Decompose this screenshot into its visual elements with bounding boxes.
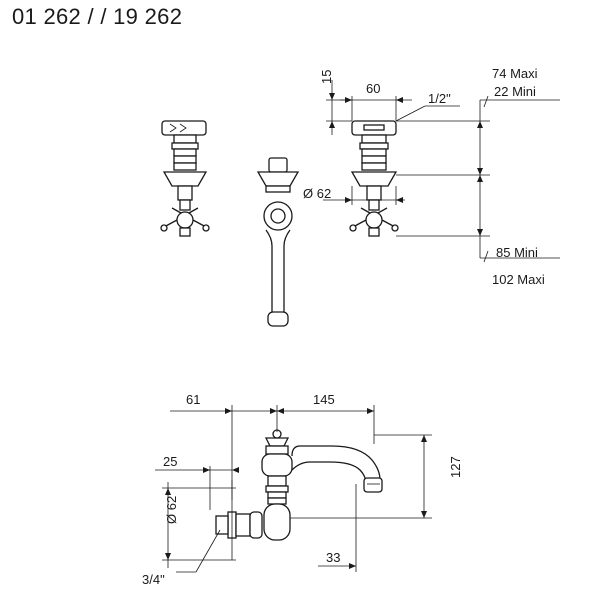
dim-side-offset: 61 [186,392,200,407]
wall-fitting [215,480,263,560]
dim-top-height: 15 [319,70,334,84]
dim-side-diameter: Ø 62 [164,496,179,524]
dim-top-diameter: Ø 62 [303,186,331,201]
side-view: 61 145 25 127 Ø 62 33 3/4" [142,392,463,587]
page-title: 01 262 / / 19 262 [12,4,183,29]
dim-side-reach: 145 [313,392,335,407]
center-spout [256,157,300,327]
dim-upper-min: 22 Mini [494,84,536,99]
dim-side-outlet: 33 [326,550,340,565]
spout-body [261,429,311,541]
dim-lower-max: 102 Maxi [492,272,545,287]
dim-lower-min: 85 Mini [496,245,538,260]
dim-top-width: 60 [366,81,380,96]
dim-side-wall: 25 [163,454,177,469]
side-dimensions [155,405,432,573]
dim-side-thread: 3/4" [142,572,165,587]
dim-upper-max: 74 Maxi [492,66,538,81]
dim-top-thread: 1/2" [428,91,451,106]
dim-side-height: 127 [448,456,463,478]
top-dimensions [323,80,560,263]
right-valve [349,120,399,237]
top-view: 15 60 1/2" Ø 62 74 Maxi 22 Mini 85 Mini … [160,66,560,327]
left-valve [160,120,210,237]
spout-arm [300,445,383,493]
